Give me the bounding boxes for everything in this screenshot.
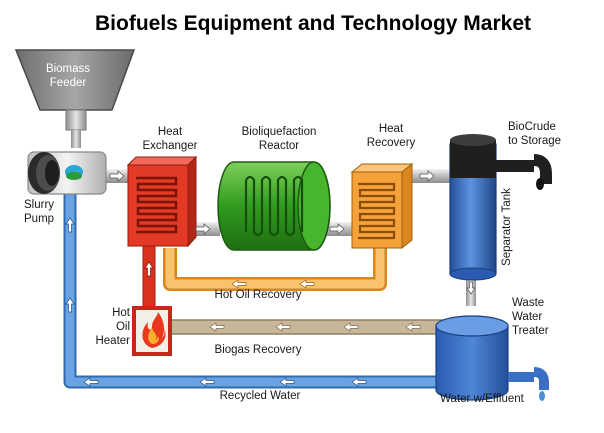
biogas-recovery-pipe: [159, 319, 443, 335]
recycled-water-pipe: [63, 190, 440, 389]
hot-oil-recovery-pipe: [163, 248, 387, 291]
slurry-pump-label-line-1: Slurry: [24, 199, 55, 211]
bioliquefaction-reactor-label: Bioliquefaction Reactor: [230, 125, 328, 153]
separator-tank: [449, 134, 552, 281]
biomass-feeder-label: Biomass Feeder: [38, 62, 98, 90]
heat-exchanger: [126, 155, 198, 248]
hot-oil-heater-label-line-1: Hot: [112, 307, 130, 319]
liquid-drop-icon: [536, 178, 544, 190]
waste-water-treater: [435, 315, 549, 401]
hot-oil-supply-pipe: [142, 245, 156, 311]
heat-recovery-label: Heat Recovery: [360, 122, 422, 150]
flame-icon: [142, 312, 166, 348]
hot-oil-heater-label: Hot Oil Heater: [88, 306, 130, 348]
liquid-drop-icon: [539, 391, 545, 401]
biomass-feeder: [14, 49, 136, 148]
waste-water-treater-label: Waste Water Treater: [512, 296, 549, 338]
slurry-pump-label: Slurry Pump: [24, 198, 54, 226]
biogas-recovery-label: Biogas Recovery: [214, 344, 302, 356]
biocrude-label-line-2: to Storage: [508, 135, 562, 147]
water-w-effluent-label: Water w/Effluent: [440, 393, 524, 405]
flow-arrow-icons: [65, 170, 476, 387]
biocrude-to-storage-label: BioCrude to Storage: [508, 120, 561, 148]
heat-recovery-label-line-1: Heat: [378, 123, 404, 135]
heat-exchanger-label-line-2: Exchanger: [142, 140, 198, 152]
waste-water-label-line-3: Treater: [512, 325, 549, 337]
biomass-feeder-label-line-1: Biomass: [45, 63, 91, 75]
heat-exchanger-label-line-1: Heat: [157, 126, 183, 138]
reactor-label-line-2: Reactor: [258, 140, 300, 152]
hot-oil-heater-label-line-3: Heater: [95, 335, 130, 347]
heat-exchanger-label: Heat Exchanger: [138, 125, 202, 153]
heat-recovery: [350, 162, 414, 250]
slurry-pump-label-line-2: Pump: [24, 213, 55, 225]
reactor-label-line-1: Bioliquefaction: [241, 126, 317, 138]
heat-recovery-label-line-2: Recovery: [366, 137, 416, 149]
waste-water-label-line-2: Water: [512, 311, 543, 323]
recycled-water-label: Recycled Water: [219, 390, 301, 402]
bioliquefaction-reactor: [217, 161, 331, 251]
slurry-pump: [27, 151, 107, 195]
hot-oil-heater: [132, 306, 172, 356]
separator-tank-label: Separator Tank: [501, 188, 513, 266]
waste-water-label-line-1: Waste: [512, 297, 545, 309]
page-title: Biofuels Equipment and Technology Market: [95, 12, 531, 35]
biocrude-label-line-1: BioCrude: [508, 121, 556, 133]
biomass-feeder-label-line-2: Feeder: [49, 77, 87, 89]
hot-oil-heater-label-line-2: Oil: [115, 321, 130, 333]
hot-oil-recovery-label: Hot Oil Recovery: [214, 289, 302, 301]
